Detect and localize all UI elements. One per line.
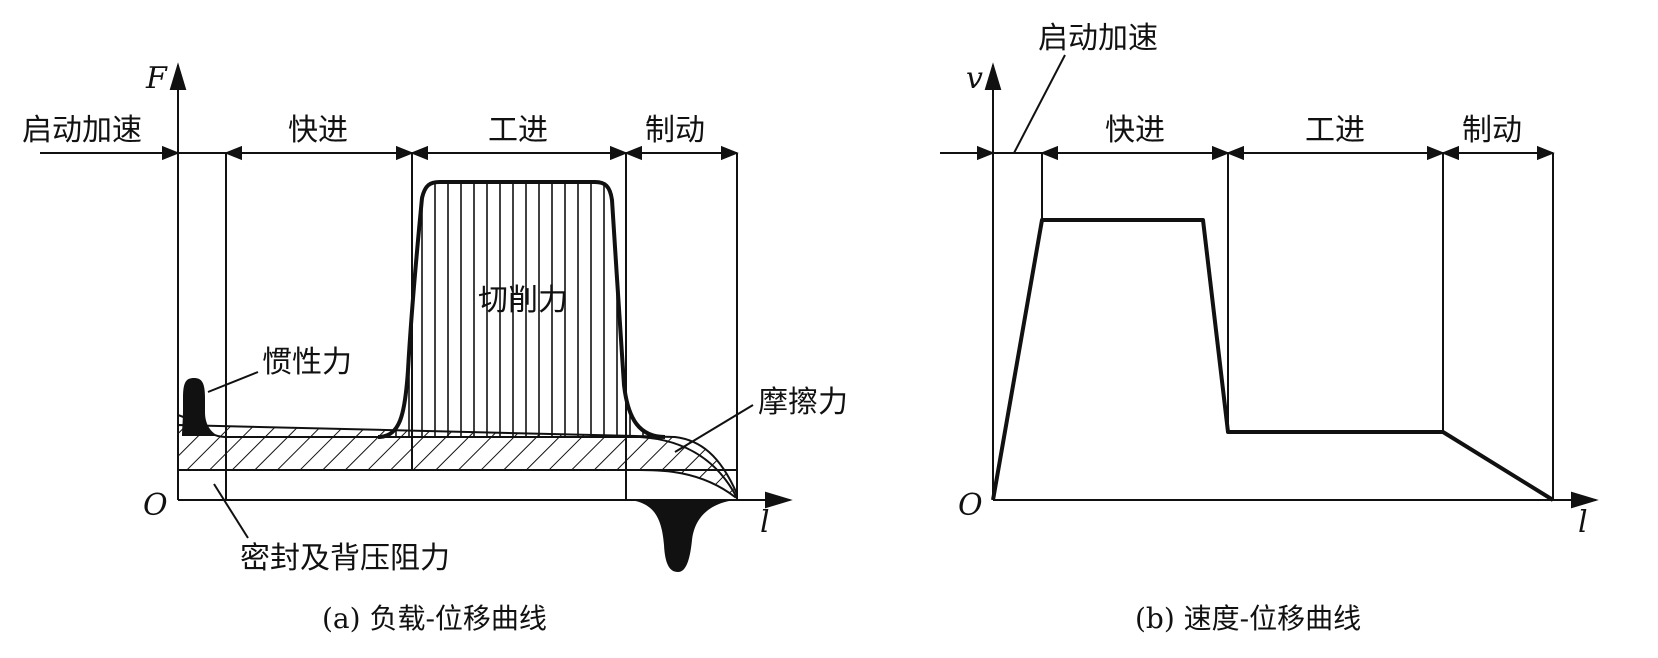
label-inertia-force: 惯性力 [262, 345, 352, 380]
leader-inertia [207, 371, 259, 393]
phase-label-accel: 启动加速 [22, 113, 142, 148]
inertia-force-accel [182, 378, 218, 436]
cutting-force-fill [378, 182, 665, 437]
velocity-displacement-diagram: v l O 启动加速 快进 工进 制动 (b) 速度-位移曲线 [940, 21, 1599, 635]
leader-accel-b [1013, 54, 1066, 154]
load-displacement-diagram: F l O 启动加速 快进 工进 制动 惯性力 切削力 [22, 61, 848, 635]
leader-friction [674, 404, 754, 453]
caption-a: (a) 负载-位移曲线 [322, 602, 547, 635]
label-cutting-force: 切削力 [478, 283, 568, 318]
origin-label-b: O [958, 488, 983, 523]
velocity-axis-label: v [966, 61, 983, 96]
leader-seal [213, 483, 249, 539]
phase-label-accel-b: 启动加速 [1038, 21, 1158, 56]
phase-label-rapid-b: 快进 [1105, 113, 1165, 148]
phase-label-work-b: 工进 [1305, 113, 1365, 148]
displacement-axis-label: l [760, 505, 770, 540]
phase-label-work: 工进 [488, 113, 548, 148]
phase-label-brake-b: 制动 [1462, 113, 1522, 148]
velocity-curve [991, 218, 1555, 502]
phase-label-brake: 制动 [645, 113, 705, 148]
origin-label: O [143, 488, 168, 523]
phase-label-rapid: 快进 [288, 113, 348, 148]
caption-b: (b) 速度-位移曲线 [1135, 602, 1361, 635]
label-friction-force: 摩擦力 [758, 385, 848, 420]
cutting-force-curve [377, 180, 666, 439]
label-seal-resistance: 密封及背压阻力 [240, 541, 450, 576]
inertia-force-brake [630, 500, 735, 572]
displacement-axis-label-b: l [1578, 505, 1588, 540]
force-axis-label: F [145, 61, 168, 96]
